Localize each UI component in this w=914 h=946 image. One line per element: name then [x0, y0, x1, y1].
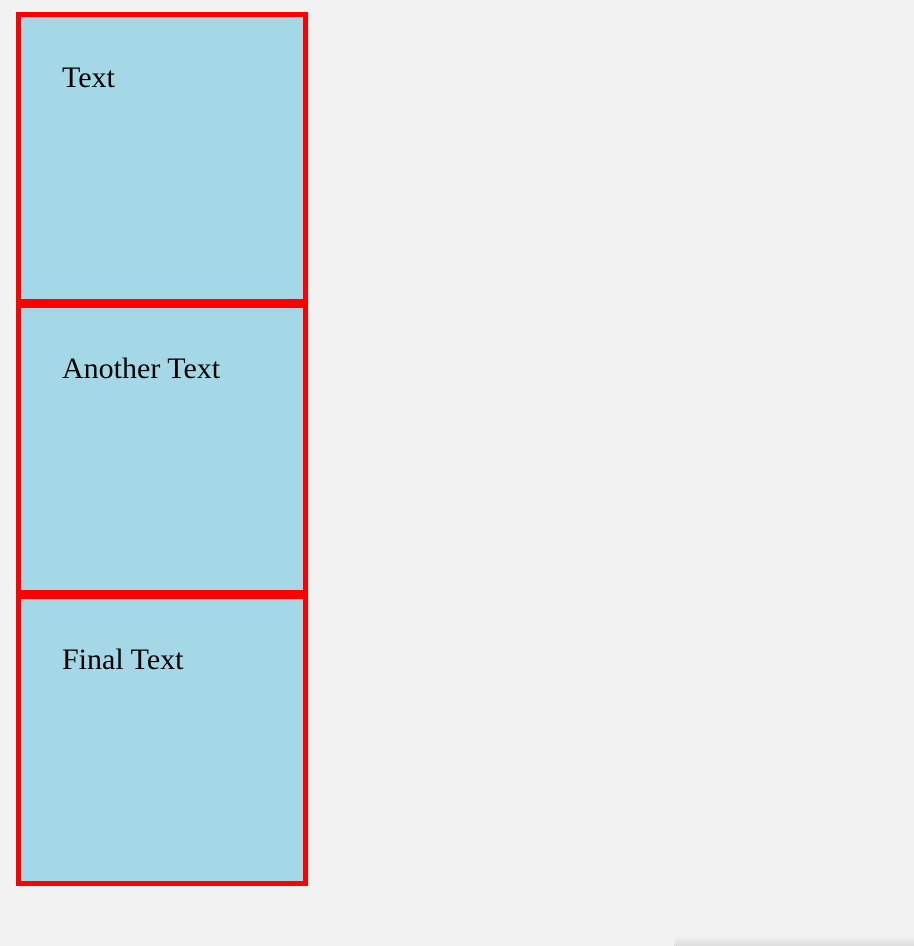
- box-stack: Text Another Text Final Text: [16, 12, 308, 886]
- window-corner-shadow: [674, 936, 914, 946]
- box-1-label: Text: [62, 61, 115, 94]
- box-3: Final Text: [16, 594, 308, 886]
- box-3-label: Final Text: [62, 643, 184, 676]
- box-2-label: Another Text: [62, 352, 221, 385]
- box-1: Text: [16, 12, 308, 304]
- box-2: Another Text: [16, 303, 308, 595]
